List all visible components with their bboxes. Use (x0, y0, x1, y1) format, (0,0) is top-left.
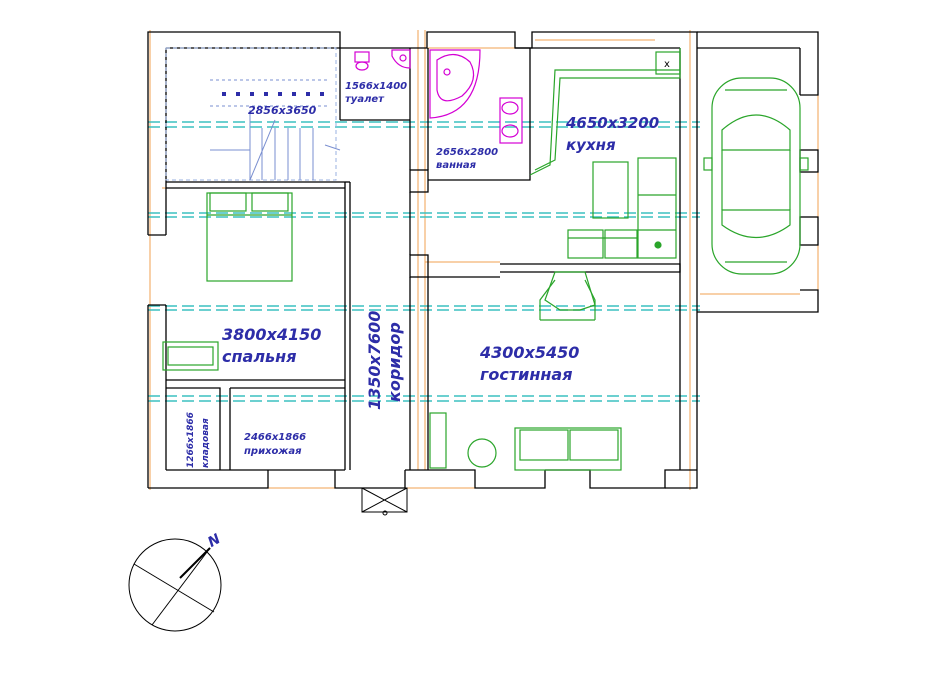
bathroom-name-label: ванная (436, 160, 477, 171)
bedroom-name-label: спальня (222, 347, 297, 366)
dimension-lines (148, 30, 819, 490)
fireplace (539, 271, 596, 321)
hall-name-label: прихожая (244, 446, 302, 457)
corridor-size-label: 1350x7600 (365, 311, 384, 410)
toilet-name-label: туалет (345, 94, 385, 105)
kitchen-x-mark: x (664, 59, 670, 70)
staircase (165, 47, 341, 181)
closet-size-label: 1266x1866 (186, 412, 196, 468)
plumbing-fixtures (354, 49, 523, 144)
stairs-size-label: 2856x3650 (248, 104, 317, 117)
furniture (162, 48, 681, 471)
living-name-label: гостинная (480, 365, 573, 384)
walls (147, 31, 819, 489)
toilet-size-label: 1566x1400 (345, 81, 407, 92)
car (703, 77, 809, 275)
corner-bathtub (429, 49, 481, 119)
kitchen-mark (655, 51, 681, 75)
living-size-label: 4300x5450 (479, 343, 579, 362)
axis-lines (148, 121, 700, 402)
toilet-bowl (354, 51, 370, 71)
bedroom-size-label: 3800x4150 (222, 325, 321, 344)
double-bed (206, 192, 293, 282)
compass-north-label: N (205, 531, 223, 551)
kitchen-name-label: кухня (566, 136, 616, 154)
hall-size-label: 2466x1866 (244, 432, 306, 443)
entrance-porch (361, 487, 408, 516)
closet-name-label: кладовая (201, 418, 211, 468)
stair-steps (222, 92, 324, 96)
living-shelf (429, 412, 447, 469)
bathroom-size-label: 2656x2800 (436, 147, 498, 158)
kitchen-size-label: 4650x3200 (565, 114, 659, 132)
corridor-name-label: коридор (385, 322, 404, 402)
compass (128, 538, 222, 632)
sofa (514, 427, 622, 471)
toilet-sink (391, 49, 411, 69)
bathroom-sinks (499, 97, 523, 144)
round-table (467, 438, 497, 468)
bedroom-bench (162, 341, 219, 371)
